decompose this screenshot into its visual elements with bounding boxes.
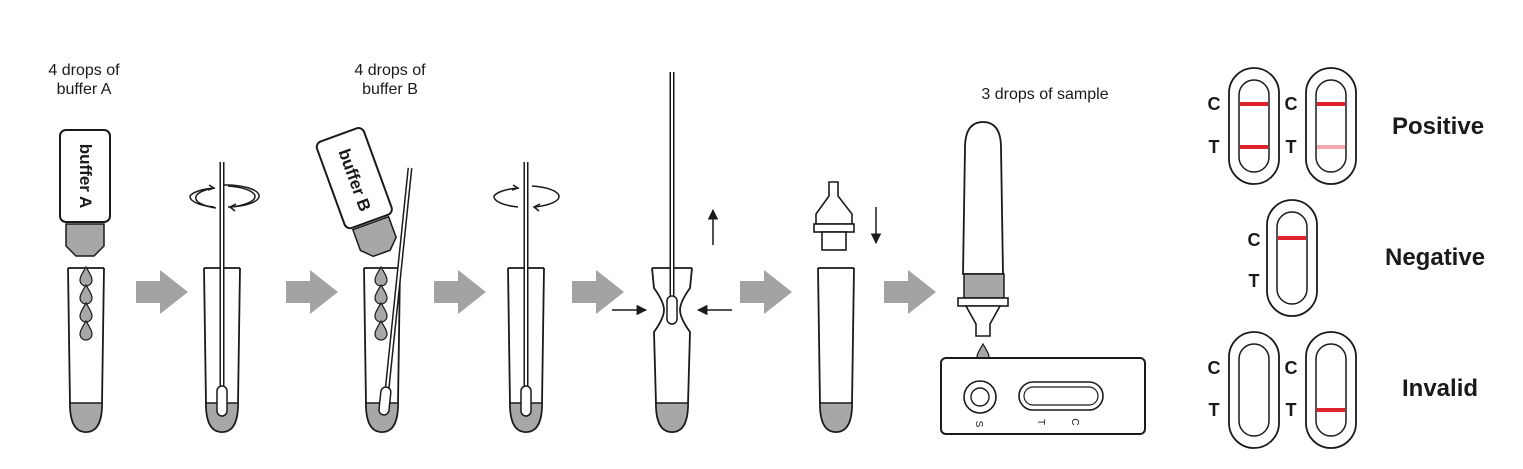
control-line [1317,102,1345,106]
step1-label-line1: 4 drops of [48,62,120,79]
tube-5-squeezed [651,267,693,433]
window-t-label: T [1035,419,1046,425]
step3-label: 4 drops of buffer B [338,61,442,99]
result-invalid-label: Invalid [1402,375,1479,402]
step4-swab-rotate [493,162,560,433]
test-line [1240,145,1268,149]
process-arrow-5 [740,270,792,314]
swab-5 [666,72,678,325]
drops-a [79,265,93,341]
swab-4 [520,162,532,417]
t-marker: T [1286,137,1297,157]
rotate-icon-2 [493,184,560,212]
window-c-label: C [1069,418,1080,425]
c-marker: C [1208,94,1221,114]
faint-test-line [1317,145,1345,149]
test-line [1317,408,1345,412]
process-arrow-1 [136,270,188,314]
result-negative-label: Negative [1385,244,1486,271]
negative-strip: C T [1248,199,1318,317]
swab-2 [216,162,228,417]
dropper-cap [813,181,855,251]
buffer-a-bottle: buffer A [59,129,111,257]
step3-buffer-b: buffer B [315,127,413,433]
control-line [1240,102,1268,106]
step7-label: 3 drops of sample [981,86,1109,103]
test-cassette: S T C [940,357,1146,435]
well-s-label: S [973,421,984,428]
process-arrow-6 [884,270,936,314]
c-marker: C [1285,358,1298,378]
step5-squeeze-withdraw [612,72,732,433]
process-arrow-3 [434,270,486,314]
buffer-a-bottle-text: buffer A [76,144,95,209]
step3-label-line2: buffer B [362,81,418,98]
step7-apply-sample: S T C [940,121,1146,435]
inverted-tube [957,121,1009,337]
swab-3 [378,167,413,416]
buffer-a-nozzle [65,223,105,257]
control-line [1278,236,1306,240]
c-marker: C [1208,358,1221,378]
step1-label-line2: buffer A [56,81,112,98]
c-marker: C [1285,94,1298,114]
t-marker: T [1209,137,1220,157]
positive-strip-2: C T [1285,67,1357,185]
results-panel: C T C T C T C T [1208,67,1357,449]
tube-1 [67,267,105,433]
rotate-icon [189,184,260,212]
c-marker: C [1248,230,1261,250]
tube-6 [817,267,855,433]
step1-buffer-a: buffer A [59,129,111,433]
drops-b [374,265,388,341]
t-marker: T [1249,271,1260,291]
step1-label: 4 drops of buffer A [32,61,136,99]
result-positive-label: Positive [1392,113,1485,140]
step3-label-line1: 4 drops of [354,62,426,79]
step6-dropper-cap [813,181,882,433]
t-marker: T [1286,400,1297,420]
t-marker: T [1209,400,1220,420]
process-arrow-4 [572,270,624,314]
buffer-b-bottle: buffer B [315,127,397,258]
step2-swab-rotate [189,162,260,433]
invalid-strip-1: C T [1208,331,1280,449]
process-arrow-2 [286,270,338,314]
positive-strip-1: C T [1208,67,1280,185]
invalid-strip-2: C T [1285,331,1357,449]
